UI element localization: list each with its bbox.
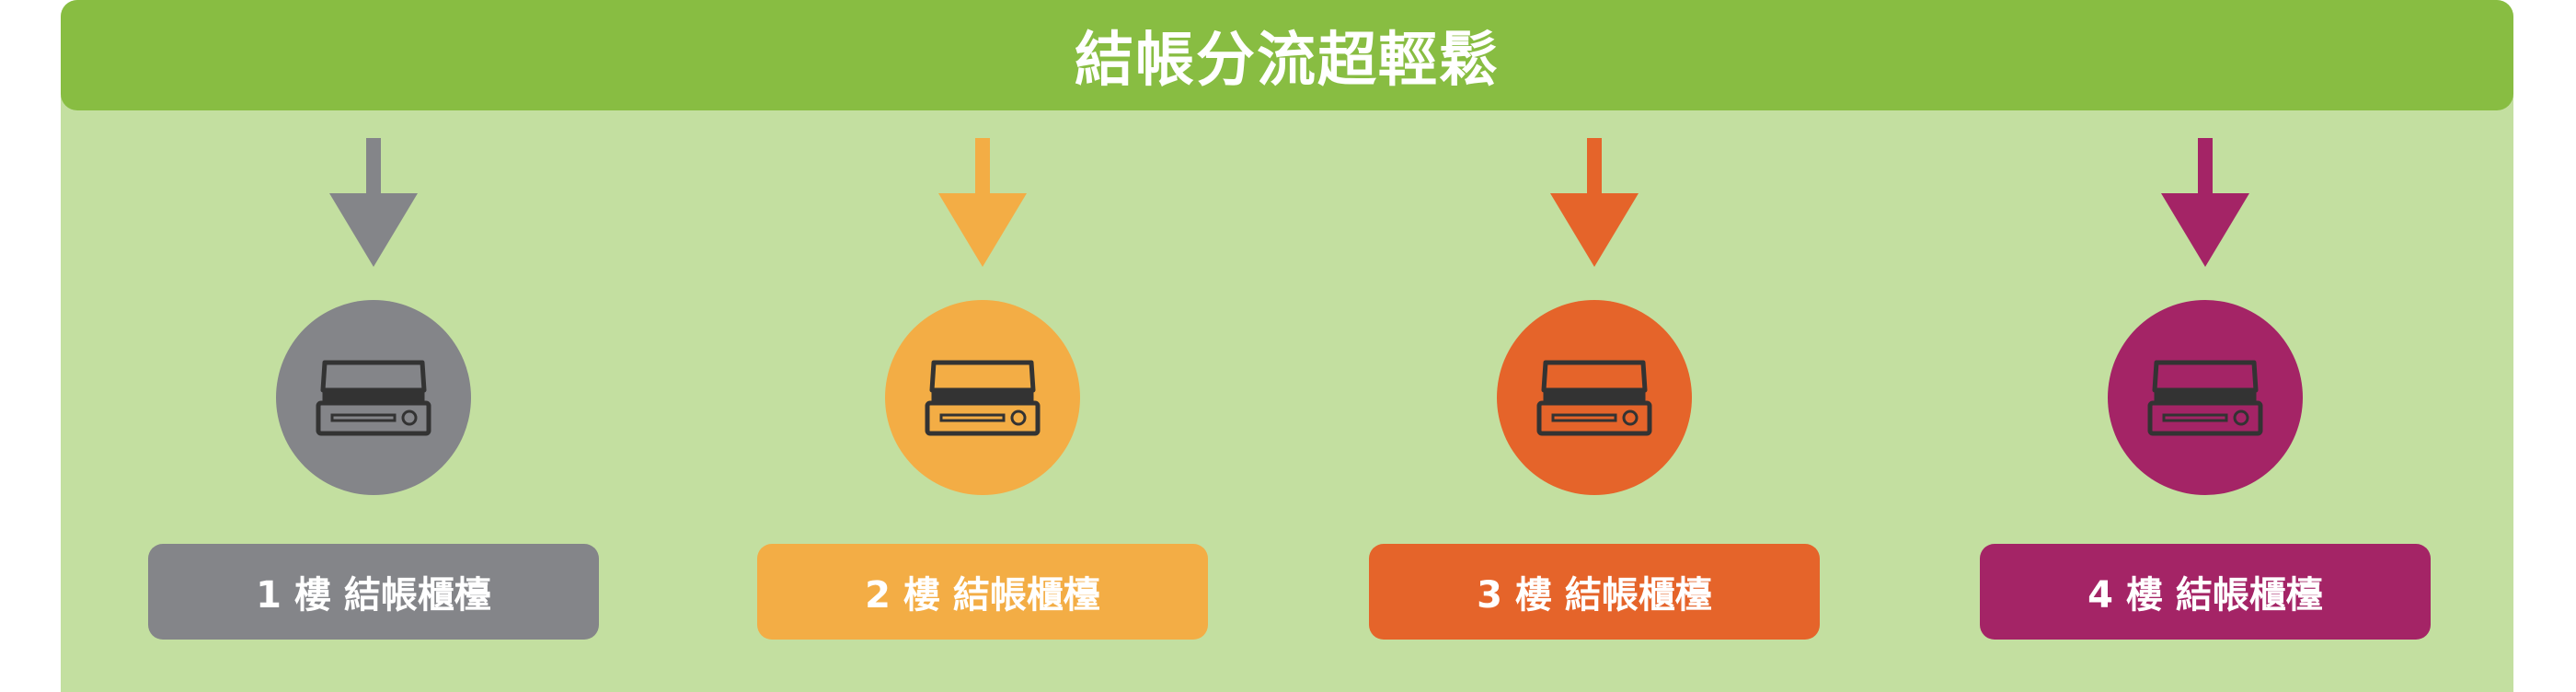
counter-column-3: 3 樓 結帳櫃檯 <box>1364 0 1824 692</box>
counter-icon-circle <box>885 300 1080 495</box>
counter-column-2: 2 樓 結帳櫃檯 <box>753 0 1213 692</box>
cash-register-icon <box>316 360 431 436</box>
counter-label-button: 3 樓 結帳櫃檯 <box>1369 544 1820 640</box>
counter-icon-circle <box>276 300 471 495</box>
page-title: 結帳分流超輕鬆 <box>1075 27 1500 95</box>
counter-label: 1 樓 結帳櫃檯 <box>256 574 491 617</box>
cash-register-icon <box>1536 360 1652 436</box>
counter-label-button: 4 樓 結帳櫃檯 <box>1980 544 2431 640</box>
counter-column-1: 1 樓 結帳櫃檯 <box>144 0 604 692</box>
counter-icon-circle <box>2108 300 2303 495</box>
cash-register-icon <box>2147 360 2263 436</box>
down-arrow-icon <box>1550 138 1639 267</box>
down-arrow-icon <box>938 138 1027 267</box>
counter-label: 4 樓 結帳櫃檯 <box>2087 574 2323 617</box>
header-banner: 結帳分流超輕鬆 <box>61 0 2513 110</box>
counter-label-button: 2 樓 結帳櫃檯 <box>757 544 1208 640</box>
counter-column-4: 4 樓 結帳櫃檯 <box>1975 0 2435 692</box>
counter-icon-circle <box>1497 300 1692 495</box>
cash-register-icon <box>925 360 1041 436</box>
down-arrow-icon <box>329 138 418 267</box>
counter-label: 2 樓 結帳櫃檯 <box>865 574 1100 617</box>
counter-label: 3 樓 結帳櫃檯 <box>1477 574 1712 617</box>
counter-label-button: 1 樓 結帳櫃檯 <box>148 544 599 640</box>
down-arrow-icon <box>2161 138 2249 267</box>
